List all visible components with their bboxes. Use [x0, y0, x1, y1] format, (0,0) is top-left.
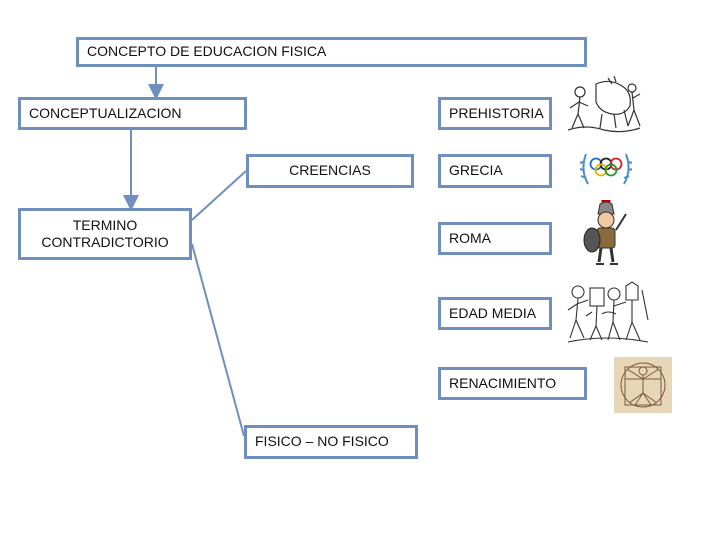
conceptualizacion-box: CONCEPTUALIZACION [18, 97, 247, 130]
connector-termino-to-creencias [191, 170, 247, 221]
olympic-rings-laurel-icon [580, 153, 632, 185]
title-box: CONCEPTO DE EDUCACION FISICA [76, 37, 587, 67]
creencias-box: CREENCIAS [246, 154, 414, 188]
grecia-box: GRECIA [438, 154, 552, 188]
medieval-knights-sketch-icon [567, 281, 649, 343]
title-label: CONCEPTO DE EDUCACION FISICA [87, 43, 327, 60]
roma-box: ROMA [438, 222, 552, 255]
edad-media-box: EDAD MEDIA [438, 297, 552, 330]
roma-label: ROMA [449, 229, 491, 246]
fisico-label: FISICO – NO FISICO [255, 433, 389, 450]
renacimiento-label: RENACIMIENTO [449, 374, 557, 391]
roman-soldier-icon [583, 200, 627, 265]
grecia-label: GRECIA [449, 162, 503, 179]
connector-termino-to-fisico [191, 243, 245, 437]
termino-box: TERMINO CONTRADICTORIO [18, 208, 192, 260]
prehistoria-label: PREHISTORIA [449, 104, 544, 121]
cave-people-sketch-icon [567, 76, 641, 133]
renacimiento-box: RENACIMIENTO [438, 367, 587, 400]
termino-label: TERMINO CONTRADICTORIO [41, 216, 169, 251]
conceptualizacion-label: CONCEPTUALIZACION [29, 104, 182, 121]
prehistoria-box: PREHISTORIA [438, 97, 552, 130]
edad-media-label: EDAD MEDIA [449, 304, 537, 321]
creencias-label: CREENCIAS [289, 162, 371, 179]
fisico-box: FISICO – NO FISICO [244, 425, 418, 459]
vitruvian-man-icon [614, 357, 672, 413]
